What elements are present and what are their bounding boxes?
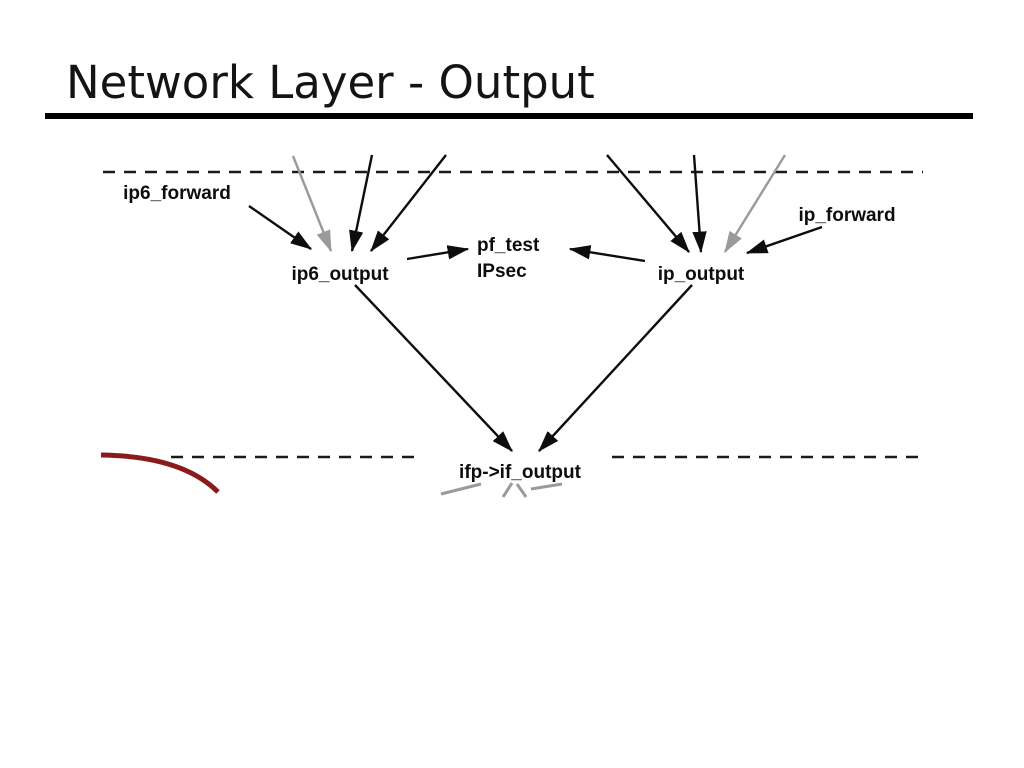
gray-fragment-1 — [440, 482, 482, 496]
arrow-upper-gray-to-ip-output — [723, 154, 787, 254]
arrow-ip-output-to-pf-test — [568, 245, 646, 263]
arrow-ip6-output-to-if-output — [354, 284, 513, 452]
node-ip6-forward: ip6_forward — [123, 183, 231, 204]
node-ipsec: IPsec — [477, 261, 527, 282]
node-pf-test: pf_test — [477, 235, 540, 256]
arrow-upper1-to-ip6-output — [349, 154, 374, 253]
red-annotation-curve — [100, 452, 220, 494]
arrow-ip-output-to-if-output — [538, 284, 693, 452]
slide-title: Network Layer - Output — [66, 56, 595, 109]
arrow-upper2-to-ip6-output — [370, 154, 447, 252]
arrow-upper1-to-ip-output — [606, 154, 690, 253]
arrow-ip6-forward-to-ip6-output — [248, 205, 312, 250]
gray-fragments-under-if-output — [440, 482, 563, 498]
arrow-ip-forward-to-ip-output — [745, 225, 823, 255]
gray-fragment-3 — [515, 483, 528, 498]
gray-fragment-2 — [501, 482, 514, 498]
gray-fragment-4 — [530, 482, 563, 491]
arrow-upper2-to-ip-output — [692, 154, 707, 254]
node-ip6-output: ip6_output — [291, 264, 389, 285]
node-if-output: ifp->if_output — [459, 462, 582, 483]
arrow-ip6-output-to-pf-test — [406, 245, 470, 261]
arrow-upper-gray-to-ip6-output — [291, 155, 333, 253]
node-ip-forward: ip_forward — [798, 205, 895, 226]
title-underline — [45, 113, 973, 119]
node-ip-output: ip_output — [658, 264, 745, 285]
